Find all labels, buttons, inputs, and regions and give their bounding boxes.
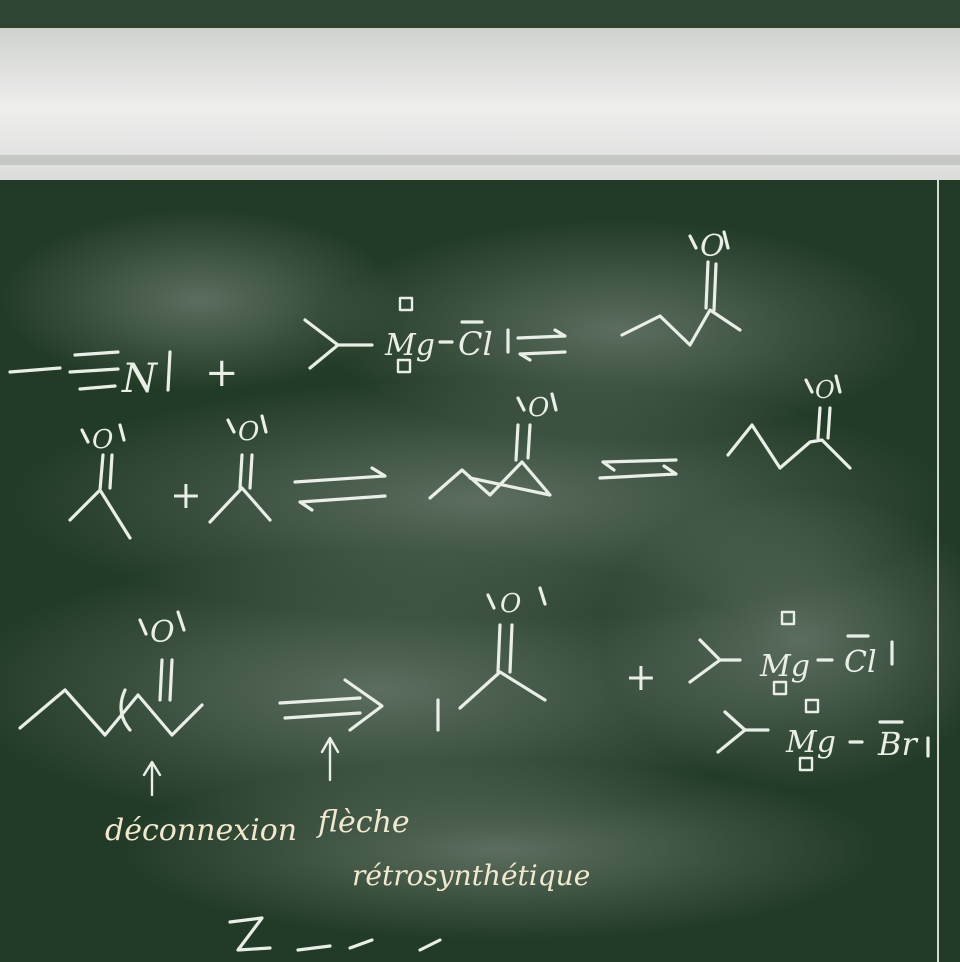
svg-text:+: + [625, 655, 657, 699]
svg-text:N: N [121, 356, 159, 402]
svg-text:+: + [170, 473, 202, 517]
svg-text:Cl: Cl [458, 325, 493, 363]
svg-text:O: O [700, 229, 725, 264]
svg-text:O: O [500, 589, 521, 619]
label-retrosynthetique: rétrosynthétique [352, 859, 590, 892]
label-fleche: flèche [316, 805, 410, 840]
annotations: déconnexion flèche rétrosynthétique [105, 736, 590, 952]
svg-text:O: O [528, 393, 549, 423]
svg-text:O: O [92, 425, 113, 455]
svg-text:Cl: Cl [844, 645, 877, 680]
reaction-row-1: N + Mg Cl O [8, 229, 742, 402]
svg-text:Mg: Mg [785, 725, 836, 760]
svg-text:O: O [815, 376, 835, 404]
reaction-row-3: O O + Mg Cl Mg Br [18, 586, 930, 772]
svg-text:+: + [205, 350, 239, 396]
svg-text:O: O [238, 417, 259, 447]
svg-text:Br: Br [877, 725, 919, 763]
reaction-row-2: O + O O O [68, 374, 852, 540]
svg-text:O: O [150, 615, 175, 650]
eraser-smudges [0, 210, 960, 940]
svg-text:Mg: Mg [759, 649, 810, 684]
label-deconnexion: déconnexion [105, 813, 297, 848]
svg-text:Mg: Mg [384, 328, 435, 363]
